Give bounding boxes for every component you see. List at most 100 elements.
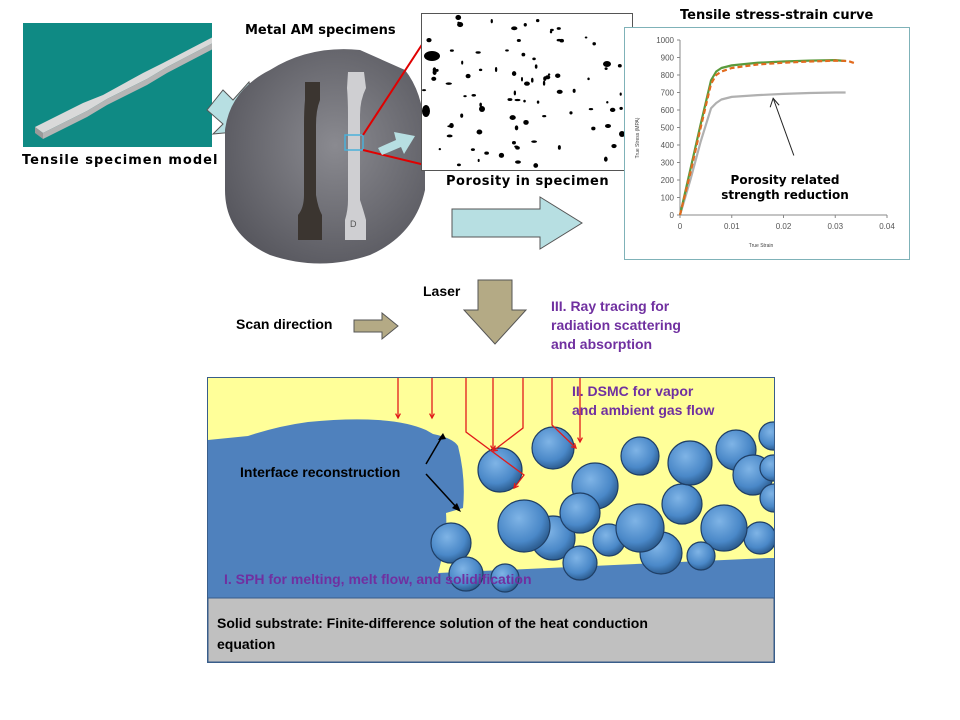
annotation-line1: Porosity related [731,173,840,187]
pore [533,163,539,168]
specimen-side-face [43,43,213,139]
pore [446,134,453,138]
pore [588,108,594,111]
pore [509,115,516,120]
y-tick-label: 900 [661,54,675,63]
pore [471,93,477,97]
pore [449,123,454,129]
pore-cluster [619,131,625,137]
powder-particle [477,447,523,493]
pore [531,77,534,83]
powder-particle [490,563,520,593]
laser-ray [492,378,524,452]
powder-particle [615,503,665,553]
pore [484,151,489,155]
pore-cluster [479,106,485,112]
pore [432,67,437,73]
photo-background [225,49,425,264]
pore [515,160,521,164]
zoom-region-box [344,134,364,151]
interface-label: Interface reconstruction [240,464,401,480]
laser-ray [465,378,525,489]
pore [438,148,442,151]
substrate-line1: Solid substrate: Finite-difference solut… [217,615,648,631]
pore [535,19,540,23]
pore-cluster [422,105,430,117]
porous-specimen [345,72,366,240]
pore [547,73,551,76]
specimen-end-face [35,127,43,139]
y-tick-label: 200 [661,176,675,185]
powder-particle [497,499,551,553]
dark-specimen [298,82,322,240]
pore [463,95,467,98]
solid-substrate [208,597,774,662]
pore [514,98,521,102]
pore [490,18,493,24]
pore [523,119,529,125]
pore [524,81,530,86]
x-tick-label: 0.01 [724,222,740,231]
powder-particle [430,522,472,564]
zoom-line-bottom [362,149,426,166]
pore [511,71,517,77]
laser-ray [551,378,577,449]
pore-map [422,14,625,168]
pore [572,88,576,93]
pore [514,145,519,148]
y-tick-label: 800 [661,71,675,80]
pore [611,144,617,149]
pore [617,63,622,68]
pore [520,76,524,82]
annotation-arrow [769,97,795,156]
pore [556,89,563,94]
specimens-caption: Metal AM specimens [245,23,396,38]
pore [511,141,516,145]
pore [457,21,460,24]
pore [619,92,622,96]
ray-tracing-line3: and absorption [551,336,653,352]
y-tick-label: 700 [661,89,675,98]
pore [592,42,596,46]
annotation-line2: strength reduction [721,188,848,202]
pore-cluster [603,61,611,67]
x-tick-label: 0 [678,222,683,231]
porosity-caption: Porosity in specimen [446,174,610,189]
model-caption: Tensile specimen model [22,153,219,168]
pore [460,113,464,118]
pore-cluster [424,51,440,61]
pore [569,111,573,115]
substrate-label: Solid substrate: Finite-difference solut… [217,613,648,655]
ray-tracing-label: III. Ray tracing for radiation scatterin… [551,297,681,354]
ray-tracing-line1: III. Ray tracing for [551,298,670,314]
y-tick-label: 600 [661,106,675,115]
substrate-line2: equation [217,636,276,652]
pore [591,126,596,131]
pore [498,152,505,158]
pore [465,73,471,79]
powder-particle [700,504,748,552]
ray-tracing-line2: radiation scattering [551,317,681,333]
pore [542,80,546,86]
interface-arrow-down [425,473,459,510]
pore [514,125,519,131]
powder-particle [661,483,703,525]
specimen-mark: D [350,219,357,229]
pore [619,106,623,110]
powder-particle [620,436,660,476]
pore [557,145,561,150]
pore [431,76,437,81]
pore [511,26,518,31]
pore [477,158,480,163]
pore [476,129,483,135]
pore [534,64,538,69]
pore [523,23,527,27]
pore [584,36,588,39]
pore [609,107,616,113]
pore [604,67,608,71]
powder-particle [758,421,774,451]
pore [516,38,521,42]
y-tick-label: 300 [661,159,675,168]
pore [461,60,464,65]
